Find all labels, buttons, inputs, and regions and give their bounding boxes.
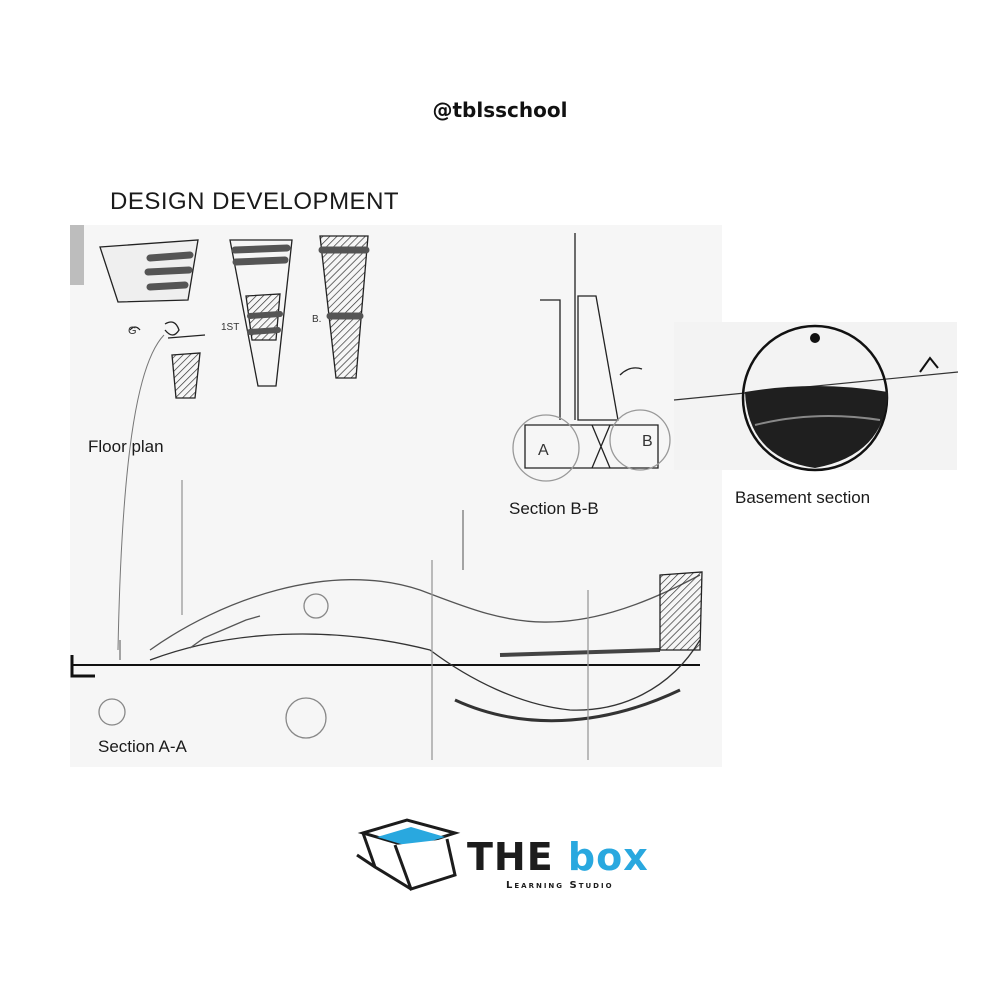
floor-plan-label: Floor plan (88, 437, 164, 456)
svg-text:1ST: 1ST (221, 322, 239, 333)
account-handle: @tblsschool (432, 98, 568, 122)
logo-wordmark: THE box (467, 838, 649, 876)
section-aa-label: Section A-A (98, 737, 187, 756)
svg-text:B.: B. (312, 314, 321, 325)
page-title: DESIGN DEVELOPMENT (110, 188, 400, 215)
logo-tagline: Learning Studio (506, 880, 614, 891)
box-logo-icon (356, 818, 461, 891)
basement-section-label: Basement section (735, 488, 871, 507)
svg-text:G: G (128, 325, 137, 337)
section-bb-sketch: A B (512, 233, 671, 482)
svg-text:A: A (538, 442, 549, 459)
basement-section-sketch (673, 322, 959, 472)
logo-word-box: box (567, 835, 649, 879)
svg-text:B: B (642, 433, 653, 450)
sketch-paper (70, 225, 722, 767)
section-aa-sketch (70, 480, 703, 760)
logo-word-the: THE (467, 835, 554, 879)
section-bb-label: Section B-B (509, 499, 599, 518)
floor-plan-sketch: G 1ST B. (99, 235, 370, 651)
